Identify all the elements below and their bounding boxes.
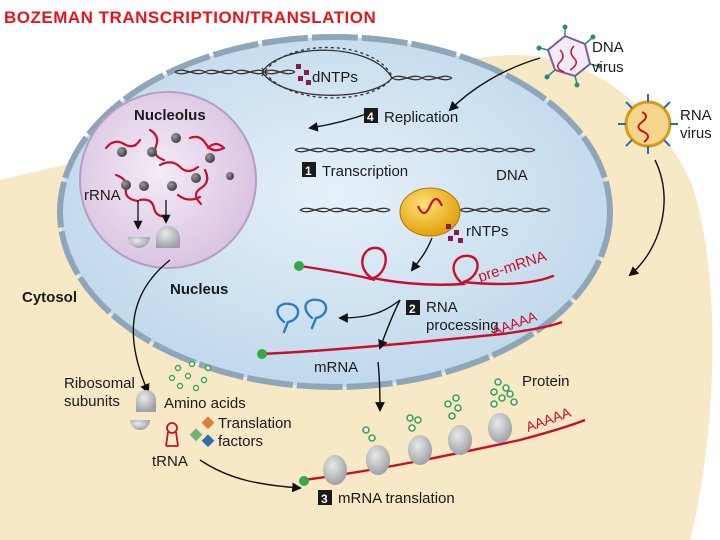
rna-polymerase bbox=[399, 187, 461, 237]
dntps-icon bbox=[296, 64, 311, 85]
cap-mrna bbox=[257, 349, 267, 359]
step-2-box bbox=[406, 300, 420, 315]
page-title: BOZEMAN TRANSCRIPTION/TRANSLATION bbox=[4, 8, 377, 27]
mrna-label: mRNA bbox=[314, 359, 358, 376]
step-1-box bbox=[302, 162, 316, 177]
cap-5prime bbox=[294, 261, 304, 271]
dna-virus-icon bbox=[536, 24, 602, 88]
rrna-label: rRNA bbox=[84, 187, 121, 204]
polysome-ribosomes bbox=[323, 413, 512, 485]
nucleolus-particles bbox=[117, 133, 234, 191]
pre-mrna bbox=[298, 246, 555, 286]
ribosomal-subunits-nucleolus bbox=[128, 226, 180, 248]
step-1-number: 1 bbox=[305, 164, 312, 178]
mrna-translation-label: mRNA translation bbox=[338, 490, 455, 507]
nucleus-label: Nucleus bbox=[170, 281, 228, 298]
translation-factors-icon bbox=[189, 416, 215, 448]
rna-processing-label-2: processing bbox=[426, 317, 499, 334]
step-3-number: 3 bbox=[321, 492, 328, 506]
dntps-label: dNTPs bbox=[312, 69, 358, 86]
protein-label: Protein bbox=[522, 373, 570, 390]
rna-processing-label-1: RNA bbox=[426, 299, 458, 316]
step-3-box bbox=[318, 490, 332, 505]
translation-factors-label-2: factors bbox=[218, 433, 263, 450]
nucleolus bbox=[79, 91, 257, 269]
rntps-icon bbox=[446, 224, 463, 243]
nucleolus-arrows bbox=[133, 200, 171, 230]
nascent-rna bbox=[416, 197, 444, 215]
ribosomal-subunits-label-1: Ribosomal bbox=[64, 375, 135, 392]
rna-virus-label-1: RNA bbox=[680, 107, 712, 124]
trna-icon bbox=[165, 422, 179, 447]
dna-strand bbox=[294, 147, 536, 153]
amino-acids-label: Amino acids bbox=[164, 395, 246, 412]
nascent-proteins bbox=[362, 378, 518, 442]
step-4-number: 4 bbox=[367, 110, 374, 124]
rna-virus-label-2: virus bbox=[680, 125, 712, 142]
dna-label: DNA bbox=[496, 167, 528, 184]
step-4-box bbox=[364, 108, 378, 123]
rntps-label: rNTPs bbox=[466, 223, 509, 240]
replication-label: Replication bbox=[384, 109, 458, 126]
transcription-label: Transcription bbox=[322, 163, 408, 180]
translation-factors-label-1: Translation bbox=[218, 415, 292, 432]
dna-virus-label-2: virus bbox=[592, 59, 624, 76]
ribosomal-subunits-cytosol bbox=[130, 390, 156, 430]
mrna-cytosol bbox=[303, 418, 586, 482]
amino-acids-cluster bbox=[168, 360, 212, 392]
step-2-number: 2 bbox=[409, 302, 416, 316]
mrna-nuclear bbox=[261, 320, 563, 356]
dna-transcribing bbox=[299, 207, 551, 213]
trna-label: tRNA bbox=[152, 453, 188, 470]
rna-virus-icon bbox=[618, 94, 678, 154]
excised-introns bbox=[276, 298, 328, 334]
ribosomal-subunits-label-2: subunits bbox=[64, 393, 120, 410]
cytosol-label: Cytosol bbox=[22, 289, 77, 306]
dna-virus-label-1: DNA bbox=[592, 39, 624, 56]
dna-replication bbox=[174, 46, 453, 99]
nucleolus-label: Nucleolus bbox=[134, 107, 206, 124]
cap-cytosol bbox=[299, 476, 309, 486]
